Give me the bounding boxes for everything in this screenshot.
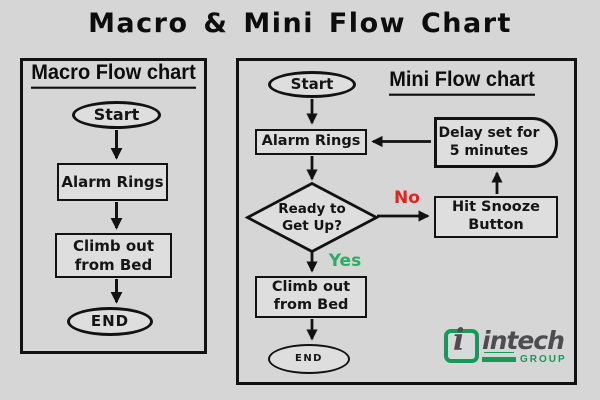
mini-panel <box>236 58 577 385</box>
page-title: Macro & Mini Flow Chart <box>88 8 512 39</box>
no-branch-label: No <box>394 188 420 208</box>
mini-snooze-node: Hit Snooze Button <box>434 196 558 238</box>
macro-end-node: END <box>67 307 153 336</box>
mini-delay-node: Delay set for 5 minutes <box>434 117 558 168</box>
intech-group-logo: i intech GROUP <box>444 323 567 365</box>
mini-alarm-node: Alarm Rings <box>255 129 367 155</box>
macro-alarm-node: Alarm Rings <box>57 163 168 201</box>
macro-start-node: Start <box>72 101 161 129</box>
yes-branch-label: Yes <box>328 251 362 271</box>
mini-end-node: END <box>268 344 350 374</box>
intech-logo-mark: i <box>444 323 479 363</box>
macro-climb-node: Climb out from Bed <box>55 233 172 278</box>
mini-panel-title: Mini Flow chart <box>378 68 546 96</box>
mini-start-node: Start <box>268 71 356 98</box>
mini-climb-node: Climb out from Bed <box>255 276 367 318</box>
intech-logo-name: intech <box>482 326 565 355</box>
macro-panel <box>20 58 207 354</box>
macro-panel-title: Macro Flow chart <box>20 61 207 89</box>
mini-decision-label: Ready to Get Up? <box>278 200 346 234</box>
intech-logo-letter-i: i <box>453 323 465 358</box>
intech-logo-group-bar <box>482 356 516 362</box>
intech-logo-group-label: GROUP <box>520 353 567 365</box>
